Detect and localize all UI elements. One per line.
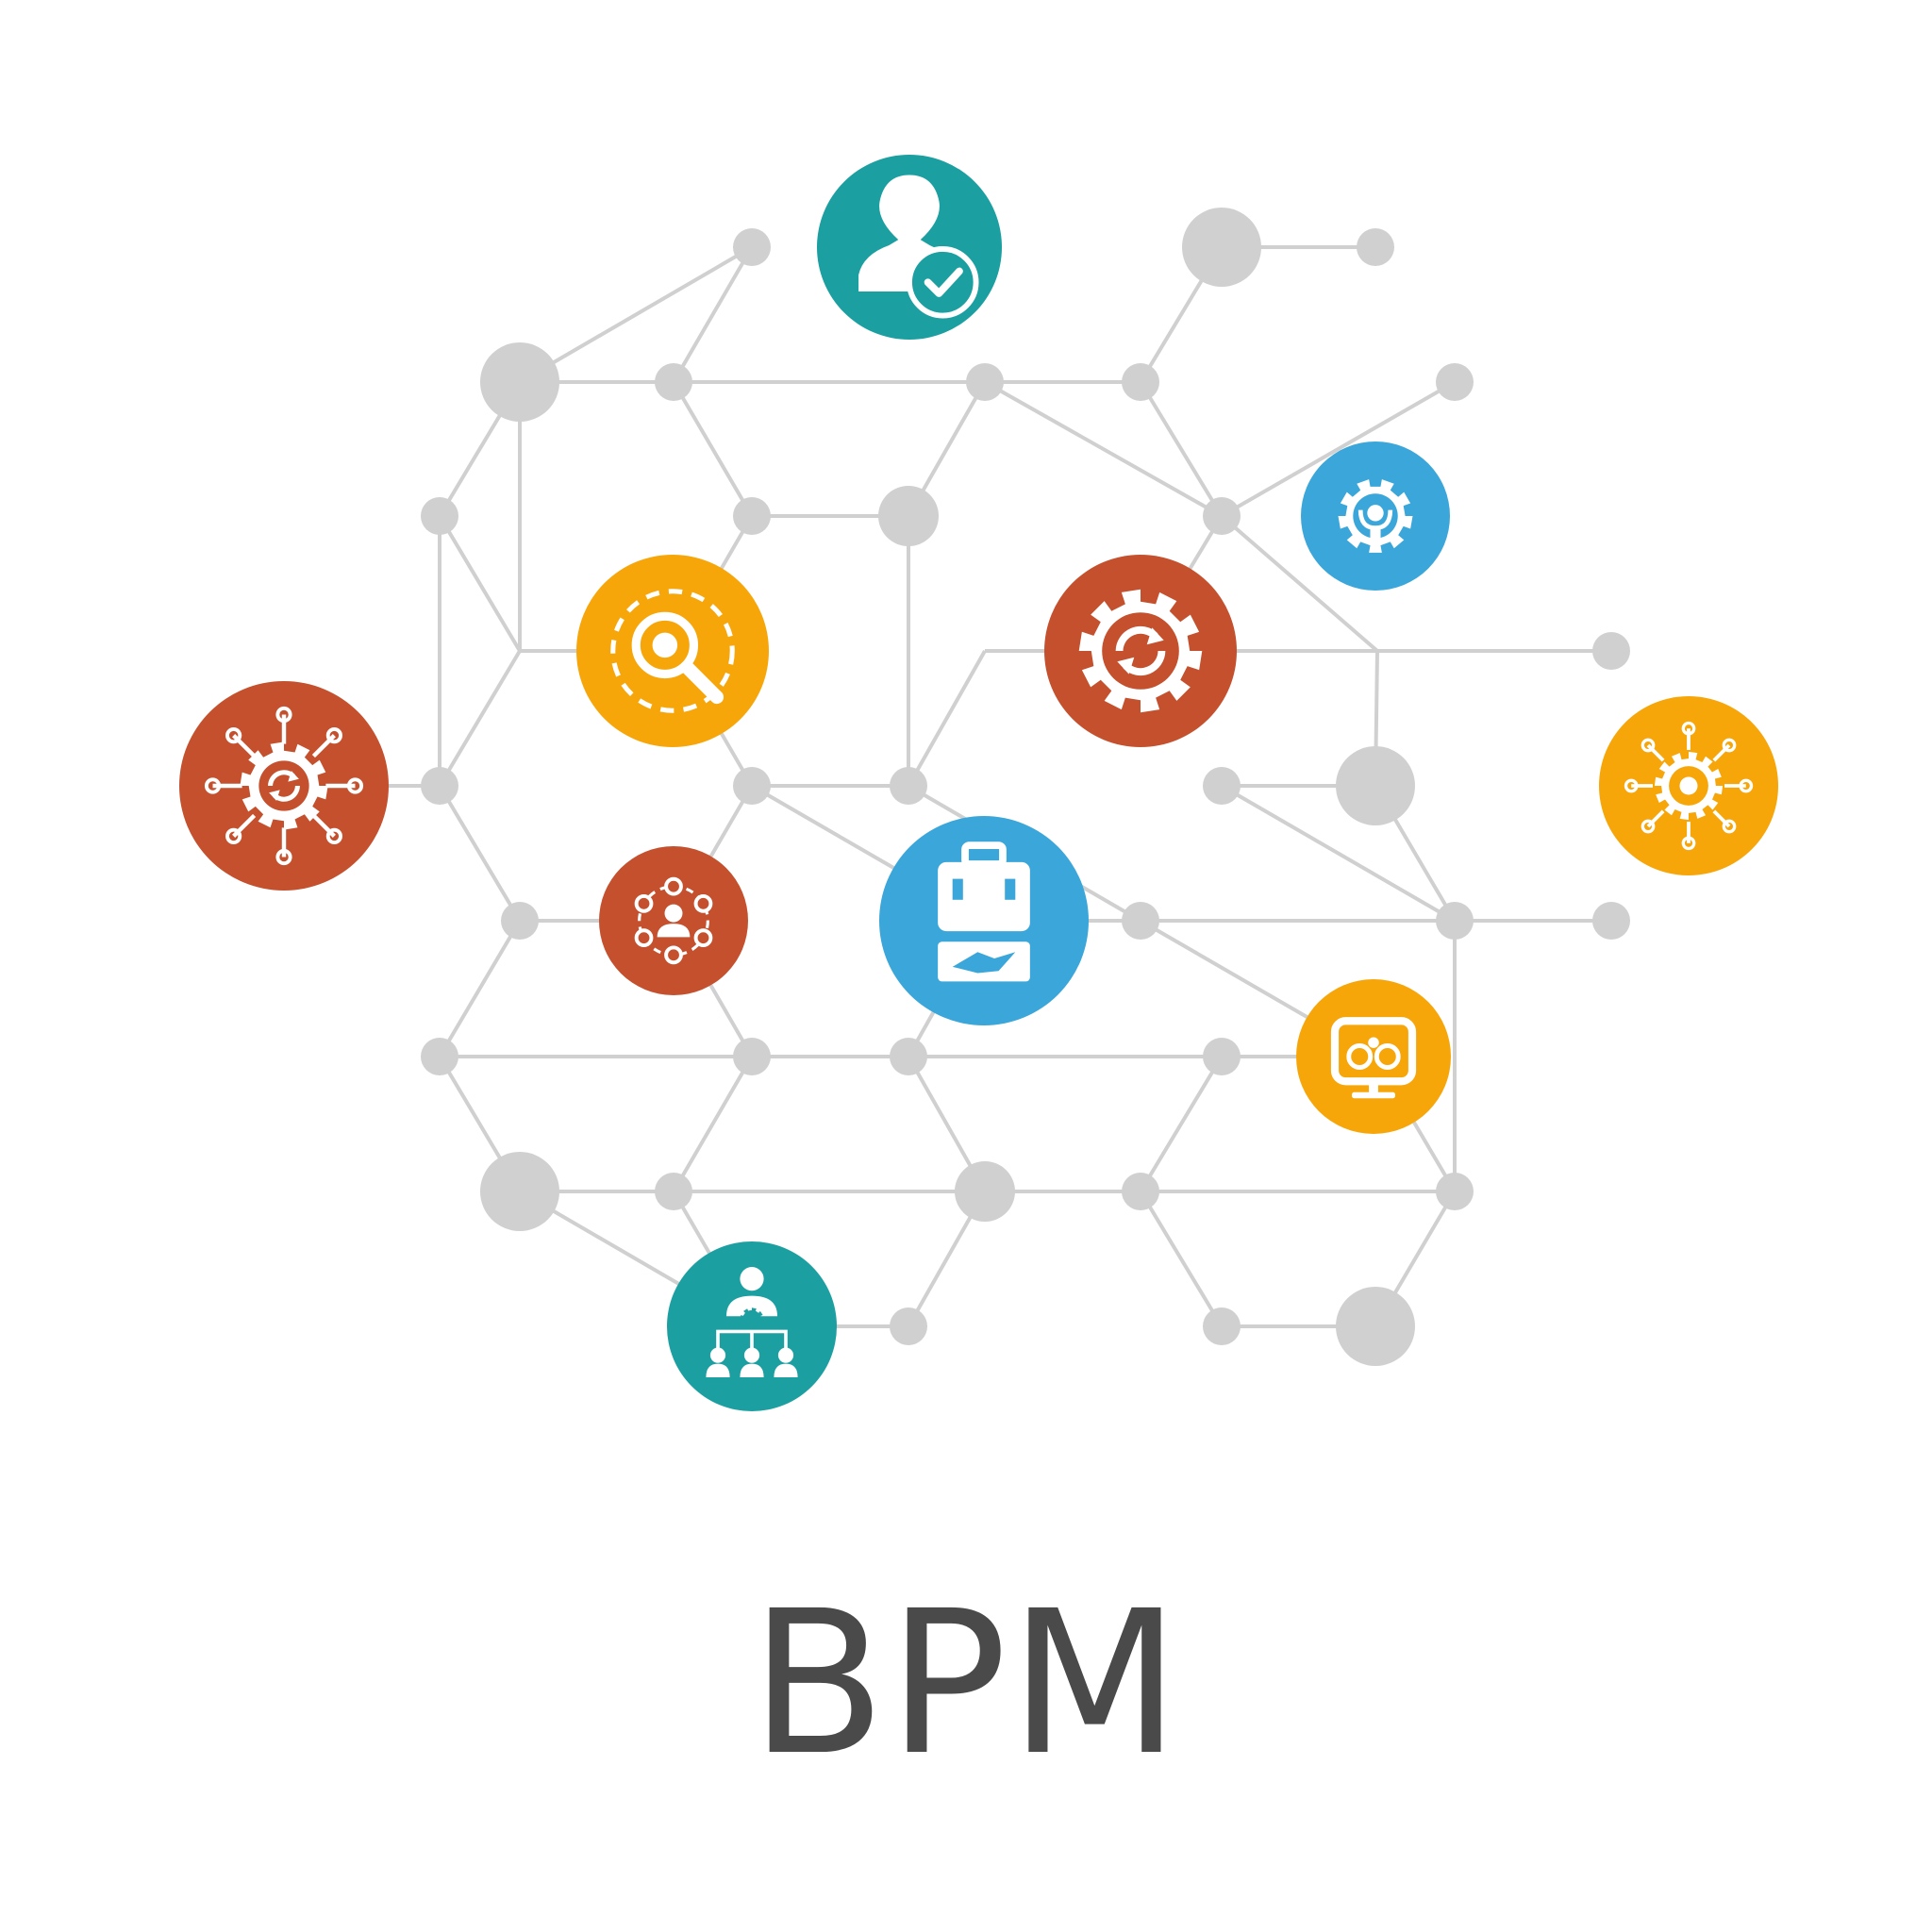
network-node xyxy=(1203,1307,1241,1345)
network-node xyxy=(733,1038,771,1075)
connector-line xyxy=(1220,784,1457,923)
gear-network-icon xyxy=(179,681,389,891)
network-node xyxy=(1122,1173,1159,1210)
network-node xyxy=(1357,228,1394,266)
network-node xyxy=(421,767,458,805)
network-node xyxy=(890,1307,927,1345)
briefcase-handshake-icon xyxy=(879,816,1089,1025)
network-node xyxy=(1182,208,1261,287)
connector-line xyxy=(438,784,522,923)
manager-team-icon xyxy=(667,1241,837,1411)
search-target-icon xyxy=(576,555,769,747)
gear-sun-icon xyxy=(1599,696,1778,875)
connector-line xyxy=(438,919,522,1058)
network-node xyxy=(878,486,939,546)
gear-refresh-icon xyxy=(1044,555,1237,747)
icon-circles xyxy=(179,155,1778,1411)
monitor-binoculars-icon xyxy=(1296,979,1451,1134)
connector-line xyxy=(1221,380,1456,518)
user-network-icon xyxy=(599,846,748,995)
network-node xyxy=(1436,902,1474,940)
network-node xyxy=(1436,363,1474,401)
connector-line xyxy=(1139,1055,1224,1193)
connector-line xyxy=(438,514,522,653)
network-node xyxy=(1203,767,1241,805)
connector-line xyxy=(984,380,1223,518)
connector-line xyxy=(1220,514,1379,653)
network-node xyxy=(1336,1287,1415,1366)
connector-line xyxy=(672,380,754,518)
network-node xyxy=(655,363,692,401)
connector-line xyxy=(907,650,987,787)
connector-line xyxy=(672,1055,754,1193)
page-title: BPM xyxy=(750,1568,1182,1799)
network-node xyxy=(1122,363,1159,401)
network-node xyxy=(480,342,559,422)
connector-line xyxy=(518,245,754,384)
network-node xyxy=(655,1173,692,1210)
network-node xyxy=(733,497,771,535)
network-node xyxy=(421,1038,458,1075)
hexagon-network xyxy=(284,208,1630,1366)
connector-line xyxy=(438,649,522,788)
network-node xyxy=(1336,746,1415,825)
connector-line xyxy=(1139,1190,1224,1328)
network-node xyxy=(966,363,1004,401)
network-node xyxy=(1592,902,1630,940)
network-node xyxy=(1203,497,1241,535)
gear-wrench-icon xyxy=(1301,441,1450,591)
network-node xyxy=(1592,632,1630,670)
network-node xyxy=(1122,902,1159,940)
connector-line xyxy=(672,245,754,384)
network-node xyxy=(1436,1173,1474,1210)
network-node xyxy=(733,767,771,805)
connector-line xyxy=(1139,380,1224,518)
network-node xyxy=(1203,1038,1241,1075)
network-node xyxy=(501,902,539,940)
network-node xyxy=(890,767,927,805)
network-node xyxy=(480,1152,559,1231)
network-node xyxy=(733,228,771,266)
user-check-icon xyxy=(817,155,1002,340)
network-node xyxy=(955,1161,1015,1222)
network-node xyxy=(421,497,458,535)
network-node xyxy=(890,1038,927,1075)
